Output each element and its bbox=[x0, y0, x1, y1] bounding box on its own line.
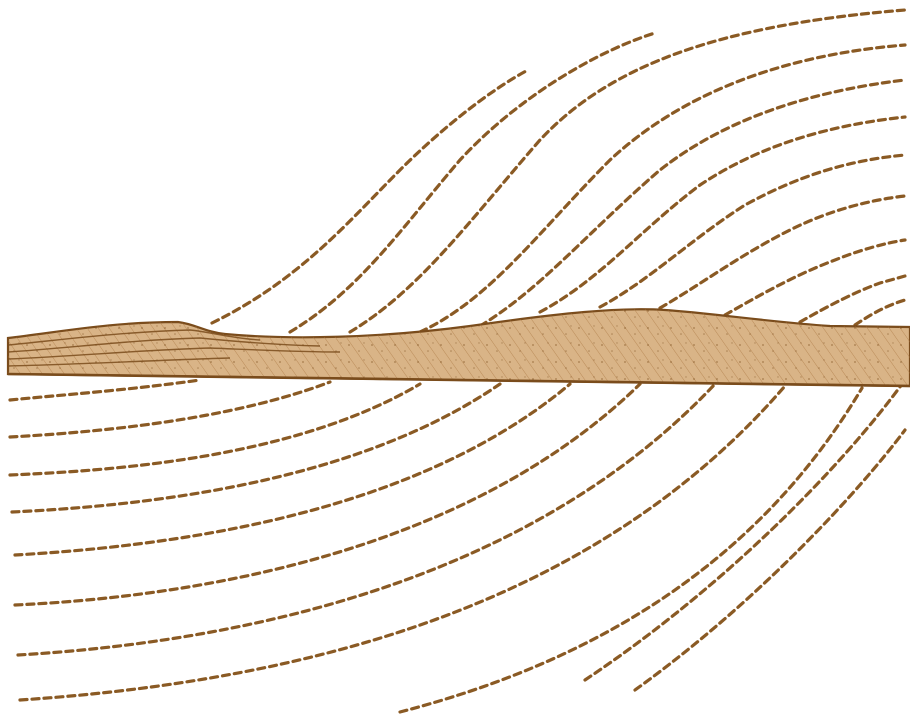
dashed-line bbox=[540, 117, 905, 312]
dashed-line bbox=[800, 276, 905, 322]
strata-band bbox=[0, 300, 910, 400]
dashed-line bbox=[420, 45, 905, 332]
dashed-line bbox=[12, 384, 500, 512]
dashed-line bbox=[290, 33, 655, 332]
dashed-line bbox=[400, 388, 862, 712]
dashed-line bbox=[10, 382, 330, 437]
upper-dashed-lines bbox=[212, 10, 905, 332]
dashed-line bbox=[660, 196, 905, 308]
dashed-line bbox=[10, 384, 420, 475]
dashed-line bbox=[10, 380, 200, 400]
dashed-line bbox=[212, 70, 528, 323]
dashed-line bbox=[18, 384, 715, 655]
lower-dashed-lines bbox=[10, 380, 905, 712]
dashed-line bbox=[855, 300, 905, 325]
dashed-line bbox=[585, 380, 905, 680]
dashed-line bbox=[635, 430, 905, 690]
